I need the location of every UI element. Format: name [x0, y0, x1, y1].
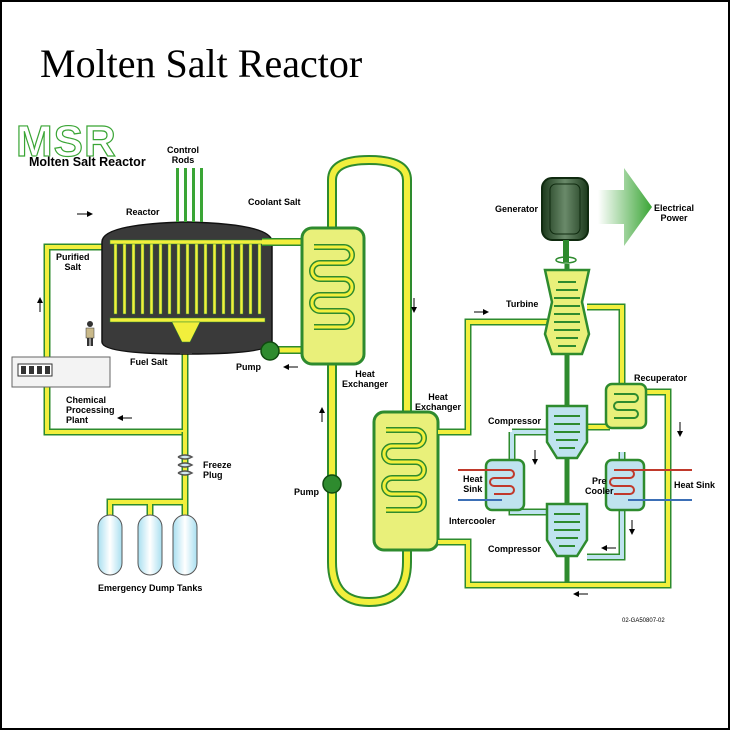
logo-full-name: Molten Salt Reactor — [29, 155, 146, 169]
freeze-plug — [177, 454, 194, 476]
label-freeze-plug: Freeze Plug — [203, 460, 232, 480]
intercooler — [458, 458, 526, 512]
pre-cooler — [604, 458, 692, 512]
compressor-lower — [545, 502, 589, 558]
label-purified-salt: Purified Salt — [56, 252, 90, 272]
chemical-processing-plant — [11, 356, 111, 388]
label-compressor-upper: Compressor — [488, 416, 542, 426]
flow-arrows — [37, 211, 683, 597]
label-heat-exchanger-secondary: Heat Exchanger — [415, 392, 462, 412]
recuperator — [604, 382, 648, 430]
label-fuel-salt: Fuel Salt — [130, 357, 168, 367]
label-pre-cooler: Pre Cooler — [585, 476, 614, 496]
reactor-vessel — [101, 168, 273, 355]
label-reactor: Reactor — [126, 207, 160, 217]
emergency-dump-tanks — [97, 514, 198, 576]
turbine — [543, 268, 591, 356]
gas-loop — [438, 264, 672, 589]
label-intercooler: Intercooler — [449, 516, 496, 526]
label-heat-exchanger-primary: Heat Exchanger — [342, 369, 389, 389]
label-control-rods: Control Rods — [167, 145, 199, 165]
label-pump-primary: Pump — [236, 362, 262, 372]
logo-abbrev: MSR — [15, 117, 117, 166]
label-drawing-number: 02-GA50807-02 — [622, 618, 665, 624]
pump-secondary — [322, 474, 342, 494]
person-scale-figure — [85, 321, 95, 346]
label-compressor-lower: Compressor — [488, 544, 542, 554]
electrical-power-arrow — [598, 168, 652, 246]
label-chemical-processing-plant: Chemical Processing Plant — [66, 395, 115, 425]
label-pump-secondary: Pump — [294, 487, 320, 497]
compressor-upper — [545, 404, 589, 460]
label-generator: Generator — [495, 204, 539, 214]
label-turbine: Turbine — [506, 299, 539, 309]
label-heat-sink-right: Heat Sink — [674, 480, 716, 490]
generator — [541, 177, 589, 264]
coolant-salt-loop — [327, 154, 412, 608]
heat-exchanger-primary — [300, 226, 366, 366]
label-electrical-power: Electrical Power — [654, 203, 695, 223]
label-heat-sink-left: Heat Sink — [463, 474, 483, 494]
msr-logo: MSR Molten Salt Reactor — [15, 117, 156, 174]
label-recuperator: Recuperator — [634, 373, 688, 383]
label-coolant-salt: Coolant Salt — [248, 197, 301, 207]
heat-exchanger-secondary — [372, 410, 440, 552]
page-title: Molten Salt Reactor — [40, 41, 363, 86]
label-emergency-dump-tanks: Emergency Dump Tanks — [98, 583, 203, 593]
pump-primary — [260, 341, 280, 361]
